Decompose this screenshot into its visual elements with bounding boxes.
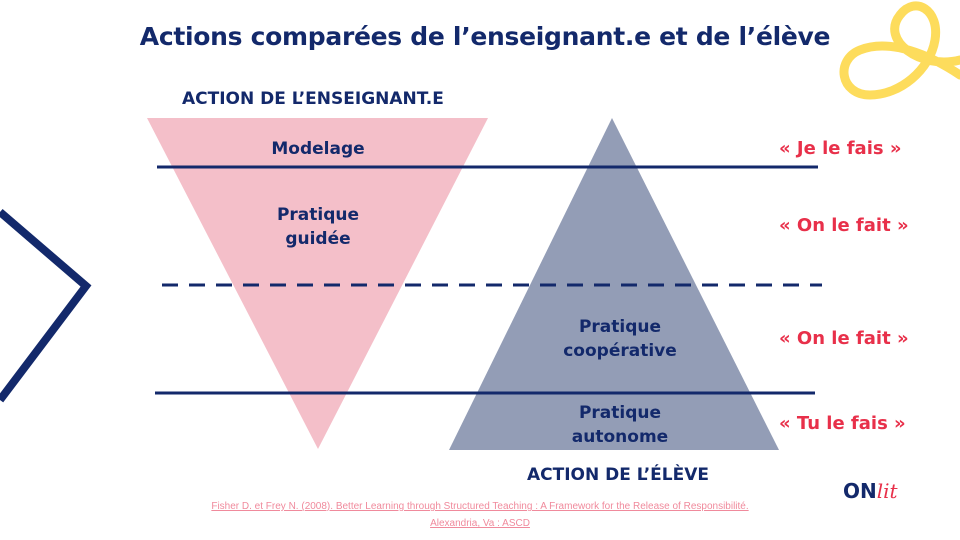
onlit-logo: ONlit xyxy=(843,479,898,503)
stage-label-line: Pratique xyxy=(578,317,662,337)
stage-label-modelage: Modelage xyxy=(218,137,418,161)
teacher-triangle xyxy=(147,118,488,449)
citation-link[interactable]: Fisher D. et Frey N. (2008). Better Lear… xyxy=(180,498,780,532)
left-chevron-decoration xyxy=(0,208,92,403)
quote-on-le-fait-2: « On le fait » xyxy=(779,328,909,349)
citation-line[interactable]: Fisher D. et Frey N. (2008). Better Lear… xyxy=(211,501,749,512)
student-triangle xyxy=(449,118,779,450)
stage-label-line: Modelage xyxy=(271,139,365,159)
page-title: Actions comparées de l’enseignant.e et d… xyxy=(139,22,831,51)
stage-label-line: guidée xyxy=(285,229,351,249)
teacher-action-header: ACTION DE L’ENSEIGNANT.E xyxy=(182,89,444,109)
stage-label-line: Pratique xyxy=(276,205,360,225)
stage-label-line: autonome xyxy=(571,427,669,447)
logo-text-lit: lit xyxy=(876,479,898,503)
yellow-loop-decoration xyxy=(839,1,960,100)
student-action-header: ACTION DE L’ÉLÈVE xyxy=(527,465,710,485)
stage-label-guided: Pratique guidée xyxy=(218,203,418,251)
quote-tu-le-fais: « Tu le fais » xyxy=(779,413,906,434)
citation-line[interactable]: Alexandria, Va : ASCD xyxy=(430,518,530,529)
stage-label-autonomous: Pratique autonome xyxy=(520,401,720,449)
quote-je-le-fais: « Je le fais » xyxy=(779,138,902,159)
stage-label-line: coopérative xyxy=(563,341,677,361)
quote-on-le-fait-1: « On le fait » xyxy=(779,215,909,236)
stage-label-cooperative: Pratique coopérative xyxy=(520,315,720,363)
stage-label-line: Pratique xyxy=(578,403,662,423)
logo-text-on: ON xyxy=(843,479,877,503)
